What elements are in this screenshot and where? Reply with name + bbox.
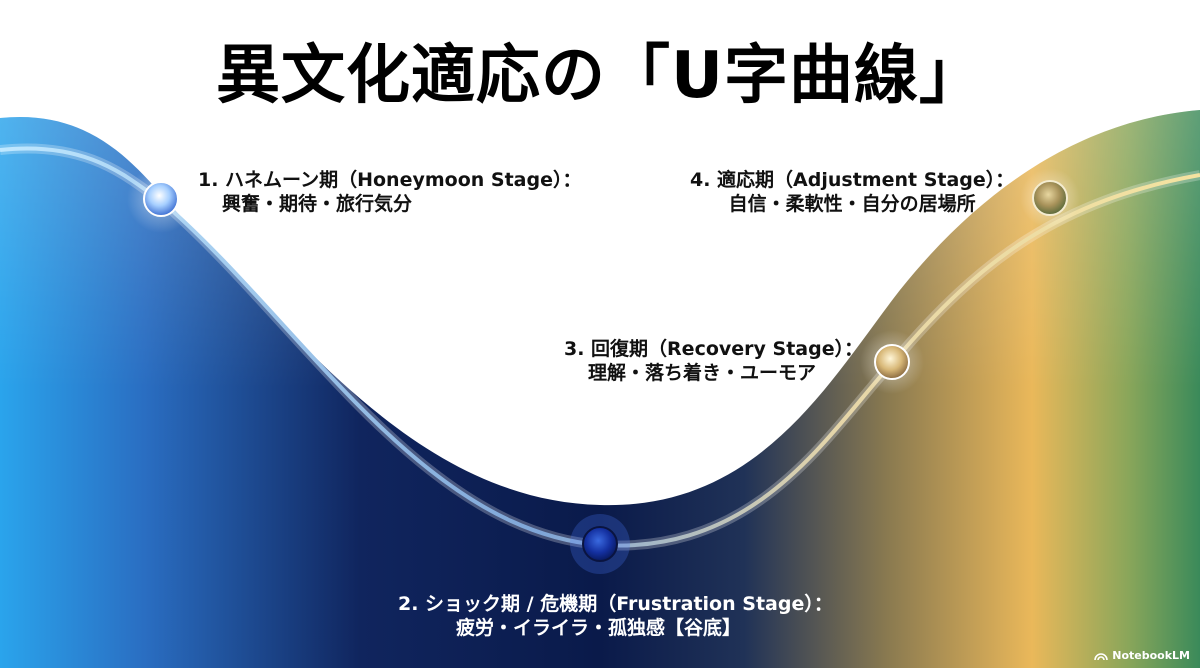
stage-desc-adjustment: 自信・柔軟性・自分の居場所 [728,193,976,215]
stage-marker-honeymoon [127,165,195,233]
stage-desc-recovery: 理解・落ち着き・ユーモア [588,362,817,384]
stage-label-frustration: 2. ショック期 / 危機期（Frustration Stage）： 疲労・イラ… [398,592,833,640]
stage-label-honeymoon: 1. ハネムーン期（Honeymoon Stage）： 興奮・期待・旅行気分 [198,168,581,216]
brand-name: NotebookLM [1112,649,1190,662]
page-title: 異文化適応の「U字曲線」 [216,39,984,113]
stage-desc-honeymoon: 興奮・期待・旅行気分 [222,193,413,215]
stage-name-frustration: 2. ショック期 / 危機期（Frustration Stage）： [398,593,833,615]
notebooklm-icon [1094,652,1109,660]
stage-desc-frustration: 疲労・イライラ・孤独感【谷底】 [456,617,742,639]
stage-label-recovery: 3. 回復期（Recovery Stage）： 理解・落ち着き・ユーモア [564,337,863,385]
stage-label-adjustment: 4. 適応期（Adjustment Stage）： 自信・柔軟性・自分の居場所 [690,168,1014,216]
stage-name-adjustment: 4. 適応期（Adjustment Stage）： [690,169,1015,191]
brand-logo: NotebookLM [1094,649,1190,662]
stage-name-recovery: 3. 回復期（Recovery Stage）： [564,338,864,360]
curve-band-shade [0,110,1200,668]
stage-marker-recovery [860,330,924,394]
stage-name-honeymoon: 1. ハネムーン期（Honeymoon Stage）： [198,169,582,191]
stage-marker-adjustment [1020,168,1080,228]
stage-marker-frustration [570,514,630,574]
